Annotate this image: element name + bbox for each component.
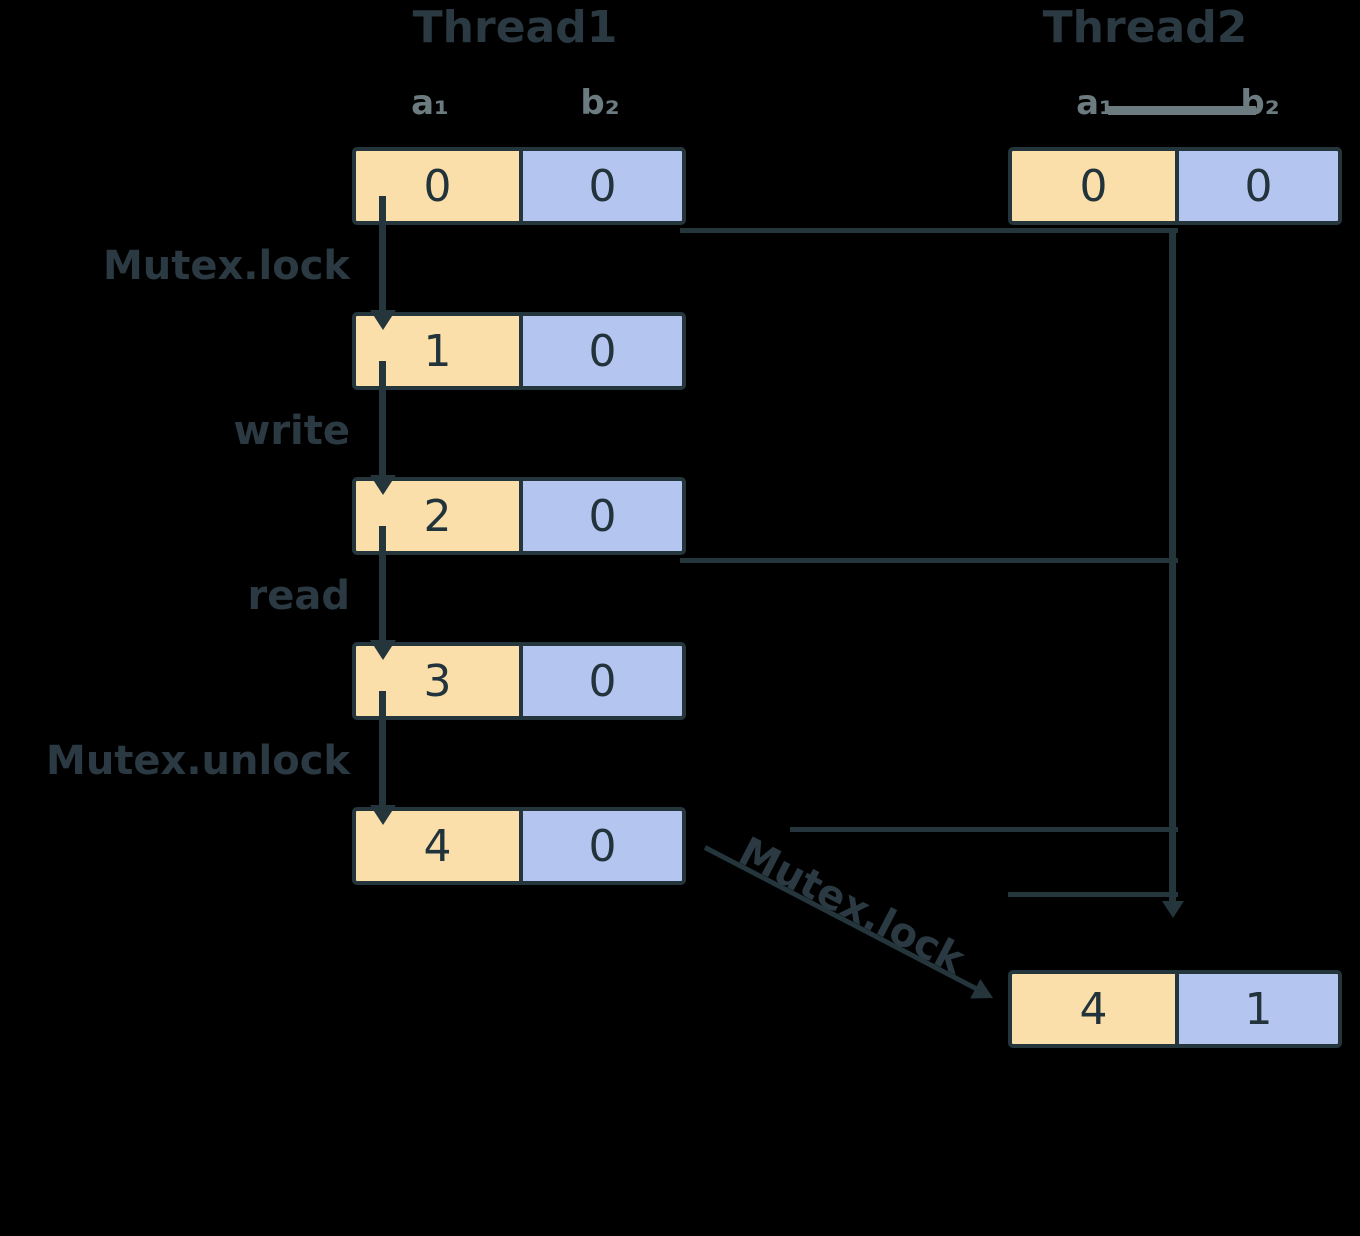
step-label-mutex-lock: Mutex.lock [102, 243, 350, 289]
thread1-state-row-1: 1 0 [352, 312, 686, 390]
thread2-state-0-cell-b: 0 [1175, 151, 1338, 221]
thread2-title: Thread2 [1042, 2, 1248, 53]
cross-thread-mutex-lock-label: Mutex.lock [731, 828, 972, 984]
thread1-state-row-3: 3 0 [352, 642, 686, 720]
thread1-arrow-step-4 [379, 691, 386, 811]
thread1-arrow-step-1 [379, 196, 386, 316]
connector-line-bottom [1008, 892, 1178, 897]
thread2-state-row-0: 0 0 [1008, 147, 1342, 225]
thread1-arrow-step-3 [379, 526, 386, 646]
connector-line-middle [680, 558, 1178, 563]
thread2-var-a-label: a₁ [1076, 83, 1114, 123]
thread1-var-b-label: b₂ [580, 83, 620, 123]
thread1-state-3-cell-b: 0 [519, 646, 682, 716]
thread2-timeline-arrow [1169, 232, 1176, 904]
thread1-state-row-4: 4 0 [352, 807, 686, 885]
thread1-state-2-cell-b: 0 [519, 481, 682, 551]
connector-line-top [680, 228, 1178, 233]
thread1-var-a-label: a₁ [411, 83, 449, 123]
thread1-arrow-step-2 [379, 361, 386, 481]
thread1-state-4-cell-b: 0 [519, 811, 682, 881]
thread1-title: Thread1 [412, 2, 618, 53]
step-label-read: read [247, 573, 350, 619]
thread2-state-1-cell-a: 4 [1012, 974, 1175, 1044]
step-label-mutex-unlock: Mutex.unlock [46, 738, 350, 784]
step-label-write: write [233, 408, 350, 454]
connector-line-lower [790, 827, 1178, 832]
thread1-state-1-cell-b: 0 [519, 316, 682, 386]
variable-link-connector [1108, 106, 1256, 115]
thread1-state-0-cell-b: 0 [519, 151, 682, 221]
thread1-state-row-0: 0 0 [352, 147, 686, 225]
thread1-state-row-2: 2 0 [352, 477, 686, 555]
thread2-state-1-cell-b: 1 [1175, 974, 1338, 1044]
thread2-state-row-1: 4 1 [1008, 970, 1342, 1048]
thread2-state-0-cell-a: 0 [1012, 151, 1175, 221]
